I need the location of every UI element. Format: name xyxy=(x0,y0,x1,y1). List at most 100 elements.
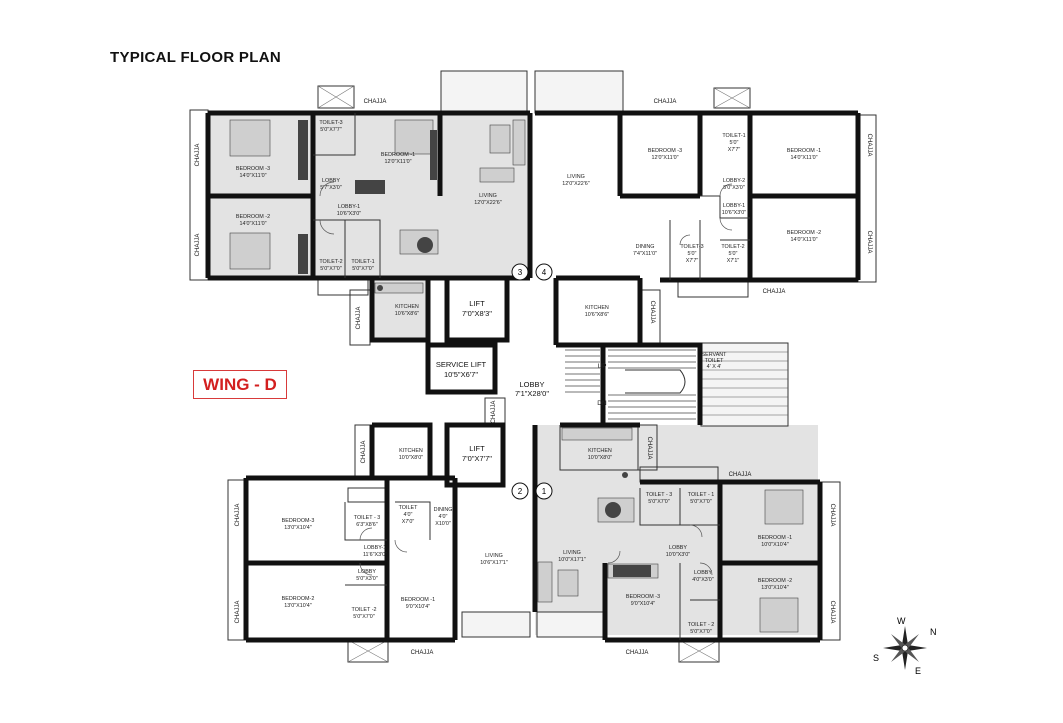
room-name: BEDROOM-2 xyxy=(282,596,315,602)
room-size: X10'0" xyxy=(435,521,451,527)
room-name: KITCHEN xyxy=(395,304,419,310)
compass-rose-icon: W N S E xyxy=(873,616,937,676)
service-lift-label: SERVICE LIFT xyxy=(436,360,487,369)
chajja-label: CHAJJA xyxy=(829,601,835,624)
room-size: 14'0"X11'0" xyxy=(790,155,817,161)
lift-size: 7'0"X7'7" xyxy=(462,454,492,463)
compass-n: N xyxy=(930,627,937,637)
room-name: KITCHEN xyxy=(588,448,612,454)
chajja-label: CHAJJA xyxy=(491,401,497,424)
chajja-label: CHAJJA xyxy=(829,504,835,527)
room-name: LIVING xyxy=(567,174,585,180)
room-name: BEDROOM-3 xyxy=(282,518,315,524)
wing-label: WING - D xyxy=(193,370,287,399)
chajja-labels: CHAJJA CHAJJA CHAJJA CHAJJA CHAJJA CHAJJ… xyxy=(195,99,872,656)
compass-s: S xyxy=(873,653,879,663)
room-size: 4'0" xyxy=(404,512,413,518)
room-size: 10'0"X17'1" xyxy=(558,557,586,563)
chajja-label: CHAJJA xyxy=(361,441,367,464)
room-size: 14'0"X11'0" xyxy=(239,173,266,179)
room-name: BEDROOM -2 xyxy=(236,214,270,220)
room-name: LOBBY-1 xyxy=(364,545,386,551)
room-size: X7'0" xyxy=(402,519,415,525)
room-name: BEDROOM -2 xyxy=(758,578,792,584)
lobby-label: LOBBY xyxy=(519,380,544,389)
chajja-label: CHAJJA xyxy=(195,234,201,257)
room-name: TOILET-2 xyxy=(319,259,342,265)
lobby-size: 7'1"X28'0" xyxy=(515,389,549,398)
partitions xyxy=(313,113,750,640)
room-size: 10'0"X10'4" xyxy=(761,542,789,548)
lift-label: LIFT xyxy=(469,299,485,308)
room-size: 5'0"X3'0" xyxy=(356,576,378,582)
room-name: BEDROOM -1 xyxy=(758,535,792,541)
room-name: TOILET-1 xyxy=(351,259,374,265)
chajja-label: CHAJJA xyxy=(866,134,872,157)
room-name: LIVING xyxy=(563,550,581,556)
room-name: LOBBY-1 xyxy=(723,203,745,209)
room-size: 6'3"X8'6" xyxy=(356,522,378,528)
room-name: TOILET - 2 xyxy=(688,622,714,628)
room-size: 5'0" xyxy=(729,251,738,257)
room-size: 5'0" xyxy=(688,251,697,257)
room-name: LOBBY xyxy=(322,178,340,184)
room-size: X7'1" xyxy=(727,258,740,264)
unit3-labels: BEDROOM -3 14'0"X11'0" TOILET-3 5'0"X7'7… xyxy=(236,120,502,317)
chajja-label: CHAJJA xyxy=(356,307,362,330)
stair-up-label: UP xyxy=(597,363,606,370)
lift-label: LIFT xyxy=(469,444,485,453)
room-name: TOILET - 3 xyxy=(646,492,672,498)
room-size: 5'0"X3'0" xyxy=(723,185,745,191)
room-size: 10'0"X3'0" xyxy=(666,552,691,558)
room-name: KITCHEN xyxy=(585,305,609,311)
servant-toilet-label: SERVANT xyxy=(702,352,728,358)
chajja-label: CHAJJA xyxy=(195,144,201,167)
room-name: BEDROOM -3 xyxy=(236,166,270,172)
servant-toilet-label: TOILET xyxy=(705,358,724,364)
compass-w: W xyxy=(897,616,906,626)
room-name: BEDROOM -1 xyxy=(401,597,435,603)
room-size: 13'0"X10'4" xyxy=(761,585,789,591)
room-size: 14'0"X11'0" xyxy=(239,221,266,227)
chajja-label: CHAJJA xyxy=(235,504,241,527)
chajja-label: CHAJJA xyxy=(411,650,434,656)
room-size: X7'7" xyxy=(728,147,741,153)
room-size: 5'0"X7'0" xyxy=(353,614,375,620)
room-size: 11'6"X3'0" xyxy=(363,552,387,558)
unit-markers: 3 4 2 1 xyxy=(511,263,553,500)
room-size: 10'6"X8'6" xyxy=(585,312,610,318)
balconies xyxy=(317,70,789,663)
unit4-labels: LIVING 12'0"X22'6" BEDROOM -3 12'0"X11'0… xyxy=(562,133,821,318)
servant-toilet-size: 4' X 4' xyxy=(707,364,722,370)
room-size: 10'6"X17'1" xyxy=(480,560,508,566)
room-size: 13'0"X10'4" xyxy=(284,603,312,609)
room-size: 7'4"X11'0" xyxy=(633,251,657,257)
room-name: DINING xyxy=(636,244,655,250)
room-name: TOILET-3 xyxy=(680,244,703,250)
room-size: X7'7" xyxy=(686,258,699,264)
core-labels: LIFT 7'0"X8'3" SERVICE LIFT 10'5"X6'7" L… xyxy=(436,299,727,463)
chajja-label: CHAJJA xyxy=(646,437,652,460)
room-size: 12'0"X22'6" xyxy=(474,200,502,206)
room-size: 10'6"X3'0" xyxy=(722,210,747,216)
room-size: 9'0"X10'4" xyxy=(631,601,656,607)
stair-down-label: DN xyxy=(597,400,607,407)
room-name: DINING xyxy=(434,507,453,513)
room-name: BEDROOM -1 xyxy=(381,152,415,158)
room-name: TOILET-3 xyxy=(319,120,342,126)
room-name: TOILET -2 xyxy=(352,607,377,613)
unit2-labels: KITCHEN 10'0"X8'0" BEDROOM-3 13'0"X10'4"… xyxy=(282,448,508,620)
compass-e: E xyxy=(915,666,921,676)
page-title: TYPICAL FLOOR PLAN xyxy=(110,49,281,66)
room-name: BEDROOM -3 xyxy=(626,594,660,600)
room-size: 5'0"X7'0" xyxy=(320,266,342,272)
room-name: TOILET - 1 xyxy=(688,492,714,498)
room-name: LOBBY xyxy=(694,570,712,576)
unit1-labels: KITCHEN 10'0"X8'0" TOILET - 3 5'0"X7'0" … xyxy=(558,448,792,635)
room-name: BEDROOM -3 xyxy=(648,148,682,154)
chajja-label: CHAJJA xyxy=(729,472,752,478)
chajja-label: CHAJJA xyxy=(763,289,786,295)
room-name: LIVING xyxy=(485,553,503,559)
